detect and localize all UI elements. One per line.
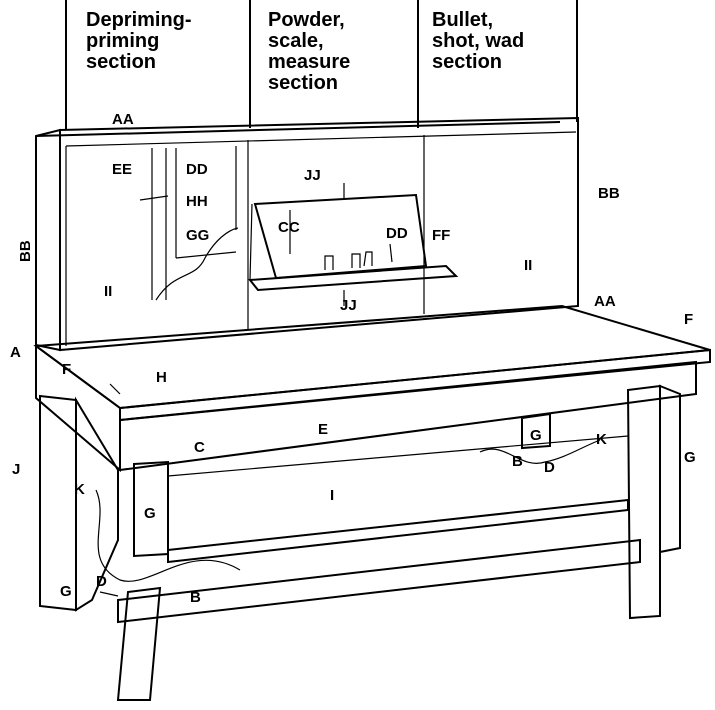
label-gg: GG: [186, 227, 209, 244]
label-jj-bottom: JJ: [340, 297, 357, 314]
label-e: E: [318, 421, 328, 438]
label-g-back: G: [530, 427, 542, 444]
label-b-front: B: [190, 589, 201, 606]
bench-top: [33, 304, 711, 473]
label-ff: FF: [432, 227, 450, 244]
label-bb-left: BB: [17, 240, 34, 262]
label-j: J: [12, 461, 20, 478]
header-bullet-shot-wad: Bullet, shot, wad section: [432, 9, 525, 73]
label-d-front: D: [96, 573, 107, 590]
label-dd-mid: DD: [386, 225, 408, 242]
label-aa-top: AA: [112, 111, 134, 128]
label-jj-top: JJ: [304, 167, 321, 184]
header-depriming-priming: Depriming- priming section: [86, 9, 192, 73]
header-powder-scale-measure: Powder, scale, measure section: [268, 9, 351, 94]
label-f-left: F: [62, 361, 71, 378]
section-dividers: [65, 0, 578, 130]
part-labels: AA EE DD HH GG JJ CC DD FF JJ BB BB II I…: [10, 111, 696, 606]
label-ii-left: II: [104, 283, 112, 300]
label-cc: CC: [278, 219, 300, 236]
label-bb-right: BB: [598, 185, 620, 202]
label-b-back: B: [512, 453, 523, 470]
label-a: A: [10, 344, 21, 361]
label-g-right: G: [684, 449, 696, 466]
label-k-right: K: [596, 431, 607, 448]
label-hh: HH: [186, 193, 208, 210]
label-ee: EE: [112, 161, 132, 178]
hutch: [35, 116, 579, 352]
legs-frame: [39, 384, 681, 701]
label-dd-left: DD: [186, 161, 208, 178]
label-f-right: F: [684, 311, 693, 328]
label-g-front-left: G: [144, 505, 156, 522]
label-d-back: D: [544, 459, 555, 476]
label-g-bottom-left: G: [60, 583, 72, 600]
label-k-left: K: [74, 481, 85, 498]
label-aa-right: AA: [594, 293, 616, 310]
label-ii-right: II: [524, 257, 532, 274]
label-i: I: [330, 487, 334, 504]
label-h: H: [156, 369, 167, 386]
label-c: C: [194, 439, 205, 456]
